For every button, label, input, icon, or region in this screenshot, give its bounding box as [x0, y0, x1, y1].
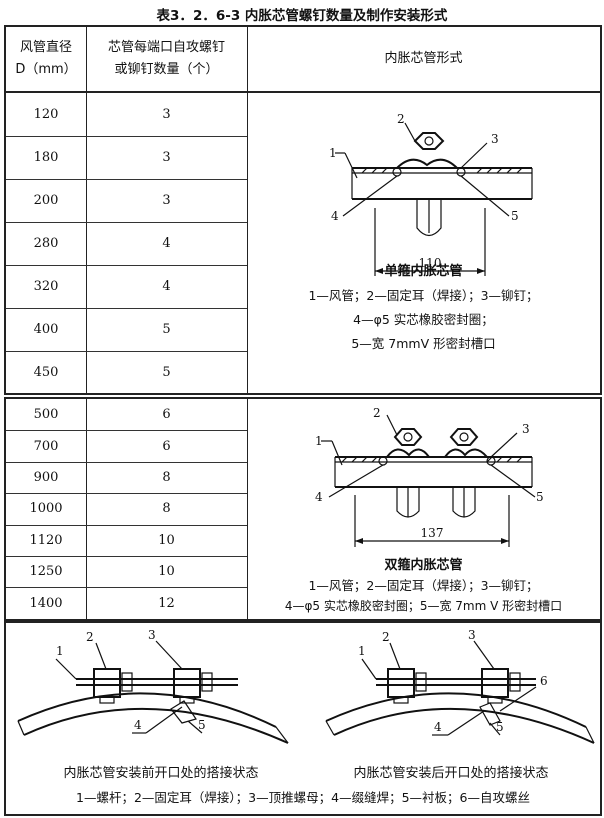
header-form-label: 内胀芯管形式: [384, 51, 463, 66]
table-cell-count: 5: [162, 365, 171, 380]
table-cell-count: 5: [162, 322, 171, 337]
table-cell-diameter: 900: [33, 469, 59, 485]
header-count-line2: 或铆钉数量（个）: [114, 62, 219, 77]
table-cell-count: 3: [162, 193, 171, 208]
fig1-legend-2: 4—φ5 实芯橡胶密封圈；: [353, 312, 494, 327]
table-cell-count: 4: [162, 236, 171, 251]
fig2-title: 双箍内胀芯管: [384, 558, 463, 573]
table-cell-count: 10: [158, 532, 175, 548]
table-cell-count: 10: [158, 564, 175, 580]
table-cell-diameter: 700: [33, 438, 59, 454]
installation-section: 1 2 3 4 5 1 2 3 4 5 6 内胀: [4, 621, 602, 816]
table-cell-count: 8: [162, 469, 171, 485]
fig3-right-label-3: 3: [468, 628, 476, 642]
fig2-legend-2: 4—φ5 实芯橡胶密封圈；5—宽 7mm V 形密封槽口: [284, 599, 563, 613]
single-clamp-figure: 110 1 2 3 4 5: [329, 112, 533, 276]
row-divider: [6, 308, 247, 309]
table-cell-diameter: 200: [33, 193, 59, 208]
row-divider: [6, 136, 247, 137]
header-screw-count: 芯管每端口自攻螺钉 或铆钉数量（个）: [86, 27, 247, 91]
row-divider: [6, 556, 247, 557]
row-divider: [6, 222, 247, 223]
fig1-label-1: 1: [329, 146, 337, 160]
row-divider: [6, 524, 247, 526]
fig1-legend-3: 5—宽 7mmV 形密封槽口: [351, 336, 496, 351]
table-caption: 表3．2．6-3 内胀芯管螺钉数量及制作安装形式: [156, 8, 448, 24]
table-cell-count: 12: [158, 595, 175, 611]
table-cell-diameter: 120: [33, 107, 59, 122]
fig2-label-1: 1: [315, 434, 323, 448]
fig2-label-3: 3: [522, 422, 530, 436]
table-cell-count: 3: [162, 107, 171, 122]
fig3-right-label-6: 6: [540, 674, 548, 688]
header-diameter-line1: 风管直径: [19, 40, 72, 55]
fig3-right-label-2: 2: [382, 630, 390, 644]
before-install-figure: 1 2 3 4 5: [17, 628, 289, 744]
fig3-left-label-3: 3: [148, 628, 156, 642]
fig1-label-5: 5: [511, 209, 519, 223]
table-cell-count: 6: [162, 438, 171, 454]
fig3-legend: 1—螺杆；2—固定耳（焊接）；3—顶推螺母；4—缀缝焊；5—衬板；6—自攻螺丝: [76, 790, 530, 805]
table-cell-count: 8: [162, 501, 171, 517]
fig3-left-label-4: 4: [134, 718, 142, 732]
row-divider: [6, 351, 247, 352]
fig2-label-5: 5: [536, 490, 544, 504]
row-divider: [6, 179, 247, 180]
header-form: 内胀芯管形式: [247, 27, 600, 91]
after-install-figure: 1 2 3 4 5 6: [325, 628, 595, 744]
table-cell-diameter: 1120: [29, 532, 63, 548]
row-divider: [6, 461, 247, 463]
fig3-right-label-1: 1: [358, 644, 366, 658]
fig2-legend-1: 1—风管；2—固定耳（焊接）；3—铆钉；: [308, 578, 539, 593]
fig3-right-label-4: 4: [434, 720, 442, 734]
table-cell-diameter: 1000: [29, 501, 63, 517]
double-clamp-figure: 137 1 2 3 4 5: [315, 406, 544, 547]
fig3-left-label-1: 1: [56, 644, 64, 658]
fig1-dimension: 110: [419, 256, 442, 270]
table-cell-count: 4: [162, 279, 171, 294]
table-cell-diameter: 1400: [29, 595, 63, 611]
fig1-label-4: 4: [331, 209, 339, 223]
fig2-dimension: 137: [421, 526, 444, 540]
fig3-left-label-2: 2: [86, 630, 94, 644]
fig1-legend-1: 1—风管；2—固定耳（焊接）；3—铆钉；: [308, 288, 539, 303]
header-diameter: 风管直径 D（mm）: [6, 27, 86, 91]
header-count-line1: 芯管每端口自攻螺钉: [107, 40, 225, 55]
row-divider: [6, 265, 247, 266]
row-divider: [6, 493, 247, 495]
table-cell-diameter: 320: [33, 279, 59, 294]
fig3-right-label-5: 5: [496, 720, 504, 734]
fig2-label-2: 2: [373, 406, 381, 420]
row-divider: [6, 430, 247, 432]
table-cell-diameter: 1250: [29, 564, 63, 580]
header-diameter-line2: D（mm）: [15, 62, 77, 77]
fig3-left-label-5: 5: [198, 718, 206, 732]
fig3-left-caption: 内胀芯管安装前开口处的搭接状态: [63, 766, 259, 781]
fig3-right-caption: 内胀芯管安装后开口处的搭接状态: [353, 766, 549, 781]
table-cell-diameter: 450: [33, 365, 59, 380]
fig1-label-2: 2: [397, 112, 405, 126]
fig1-title: 单箍内胀芯管: [384, 264, 463, 279]
table-cell-diameter: 280: [33, 236, 59, 251]
table-cell-count: 6: [162, 407, 171, 423]
table-cell-count: 3: [162, 150, 171, 165]
table-section-single-clamp: 风管直径 D（mm） 芯管每端口自攻螺钉 或铆钉数量（个） 内胀芯管形式 120…: [4, 25, 602, 395]
row-divider: [6, 587, 247, 589]
fig2-label-4: 4: [315, 490, 323, 504]
table-cell-diameter: 180: [33, 150, 59, 165]
table-cell-diameter: 400: [33, 322, 59, 337]
table-cell-diameter: 500: [33, 407, 59, 423]
fig1-label-3: 3: [491, 132, 499, 146]
